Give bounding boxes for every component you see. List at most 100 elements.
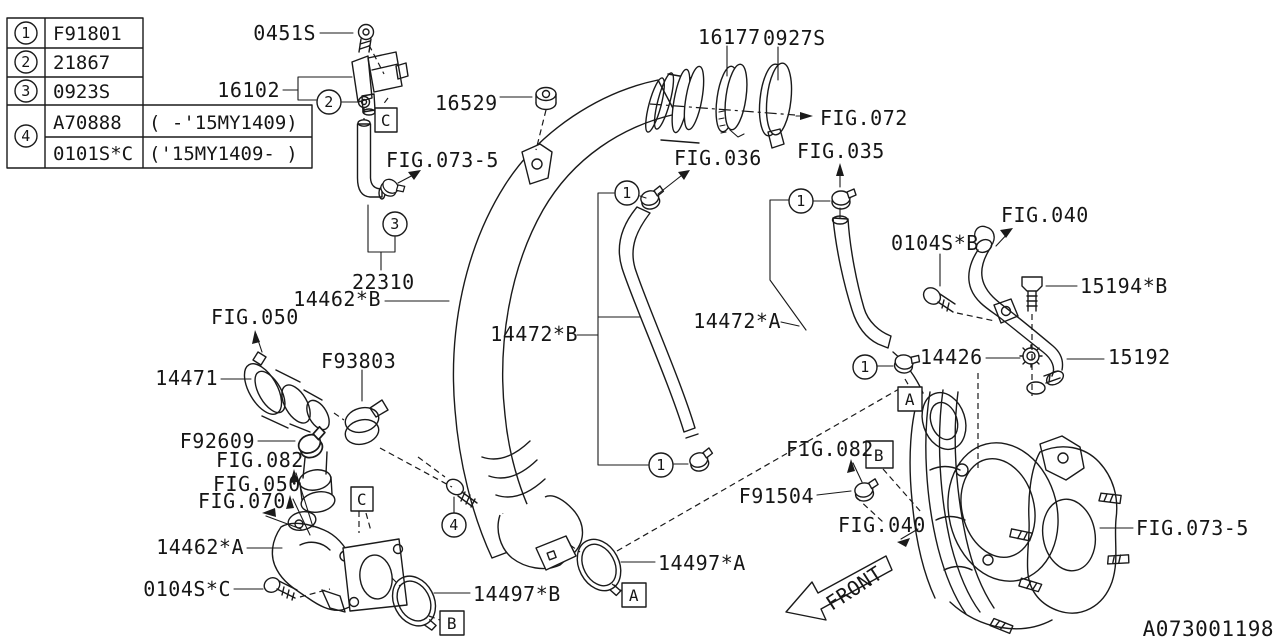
legend-code-0101sc: 0101S*C	[53, 143, 133, 165]
stud-bolt	[1018, 577, 1043, 593]
ref-number: 1	[796, 192, 806, 210]
label-0451s: 0451S	[253, 21, 316, 45]
boxed-ref-c: C	[374, 107, 398, 133]
label-14462b: 14462*B	[293, 287, 381, 311]
gasket-14497b	[391, 575, 437, 631]
ref-number: 1	[656, 456, 666, 474]
legend-note-0101sc: ('15MY1409- )	[149, 143, 298, 165]
engine-turbo-assembly	[892, 351, 1130, 635]
bolt-0104sc	[263, 577, 298, 601]
stud-bolt	[1009, 528, 1034, 542]
figure-arrowheads	[252, 112, 1013, 547]
label-15192: 15192	[1108, 345, 1171, 369]
legend-note-a70888: ( -'15MY1409)	[149, 112, 298, 134]
ring-0927s	[758, 62, 793, 149]
grommet-16529	[535, 86, 557, 111]
figref-082-left: FIG.082	[216, 448, 304, 472]
label-14472a: 14472*A	[693, 309, 781, 333]
boxed-ref-a: A	[897, 386, 923, 412]
label-16177: 16177	[698, 25, 761, 49]
label-f93803: F93803	[321, 349, 396, 373]
legend-code-0923s: 0923S	[53, 81, 110, 103]
legend-table: 1 2 3 4 F91801 21867 0923S A70888 0101S*…	[6, 17, 313, 169]
circled-ref-1: 1	[614, 180, 640, 206]
figref-073-5-right: FIG.073-5	[1136, 516, 1249, 540]
label-15194b: 15194*B	[1080, 274, 1168, 298]
ref-number: 1	[622, 184, 632, 202]
bypass-valve-14471	[243, 351, 330, 433]
circled-ref-4: 4	[441, 512, 467, 538]
main-duct-14462b	[452, 72, 677, 571]
ref-number: 2	[324, 93, 334, 111]
label-14471: 14471	[155, 366, 218, 390]
hose-clamp	[687, 446, 717, 474]
label-14472b: 14472*B	[490, 322, 578, 346]
label-22310: 22310	[352, 270, 415, 294]
label-f92609: F92609	[180, 429, 255, 453]
circled-ref-1: 1	[788, 188, 814, 214]
label-14426: 14426	[920, 345, 983, 369]
clamp-f93803	[344, 399, 389, 446]
ref-number: 1	[860, 358, 870, 376]
throttle-duct-14462a	[271, 451, 408, 613]
ref-letter: C	[381, 111, 391, 130]
boxed-ref-c: C	[350, 486, 374, 512]
figref-072: FIG.072	[820, 106, 908, 130]
circled-ref-3: 3	[382, 211, 408, 237]
figref-050-top: FIG.050	[211, 305, 299, 329]
circled-ref-2: 2	[316, 89, 342, 115]
hose-14472b	[618, 206, 699, 439]
leader-lines	[220, 32, 1134, 594]
circled-ref-1: 1	[648, 452, 674, 478]
gasket-14497a	[576, 538, 622, 597]
boxed-refs: C C A A B B	[350, 107, 923, 636]
hose-14472a	[831, 215, 892, 349]
boxed-ref-b: B	[865, 440, 894, 469]
front-direction-arrow: FRONT	[785, 555, 893, 621]
label-f91504: F91504	[739, 484, 814, 508]
bolt-15194b	[1021, 276, 1043, 312]
stud-bolt	[1106, 554, 1130, 565]
figref-070: FIG.070	[198, 489, 286, 513]
front-label: FRONT	[821, 561, 887, 615]
figref-073-5-top: FIG.073-5	[386, 148, 499, 172]
label-0104sc: 0104S*C	[143, 577, 231, 601]
figref-050-mid: FIG.050	[213, 472, 301, 496]
ref-letter: A	[629, 586, 639, 605]
drawing-number: A073001198	[1143, 617, 1274, 640]
stud-bolt	[1098, 492, 1122, 505]
bellows-coupler	[660, 65, 705, 144]
gasket-14426	[1019, 344, 1043, 368]
bolt-0451s	[357, 23, 375, 53]
clamp-16177	[715, 63, 748, 138]
hose-clamp	[831, 188, 857, 210]
label-0927s: 0927S	[763, 26, 826, 50]
legend-ref-3: 3	[21, 82, 31, 100]
legend-ref-4: 4	[21, 127, 31, 145]
ref-letter: B	[874, 446, 884, 465]
figref-040-top: FIG.040	[1001, 203, 1089, 227]
boxed-ref-b: B	[439, 610, 465, 636]
pipe-15192	[968, 225, 1065, 395]
figref-036: FIG.036	[674, 146, 762, 170]
label-16529: 16529	[435, 91, 498, 115]
legend-code-a70888: A70888	[53, 112, 122, 134]
ref-number: 4	[449, 516, 459, 534]
legend-ref-2: 2	[21, 53, 31, 71]
boxed-ref-a: A	[621, 582, 647, 608]
circled-ref-1: 1	[852, 354, 878, 380]
ref-letter: C	[357, 490, 367, 509]
hose-clamp	[638, 184, 668, 212]
circled-refs: 1 1 1 1 2 3 4	[316, 89, 878, 538]
label-0104sb: 0104S*B	[891, 231, 979, 255]
hidden-lines	[299, 44, 1033, 621]
figref-082-right: FIG.082	[786, 437, 874, 461]
label-14462a: 14462*A	[156, 535, 244, 559]
legend-ref-1: 1	[21, 24, 31, 42]
bolt-ref4	[445, 478, 478, 508]
ref-number: 3	[390, 215, 400, 233]
label-16102: 16102	[217, 78, 280, 102]
label-14497a: 14497*A	[658, 551, 746, 575]
